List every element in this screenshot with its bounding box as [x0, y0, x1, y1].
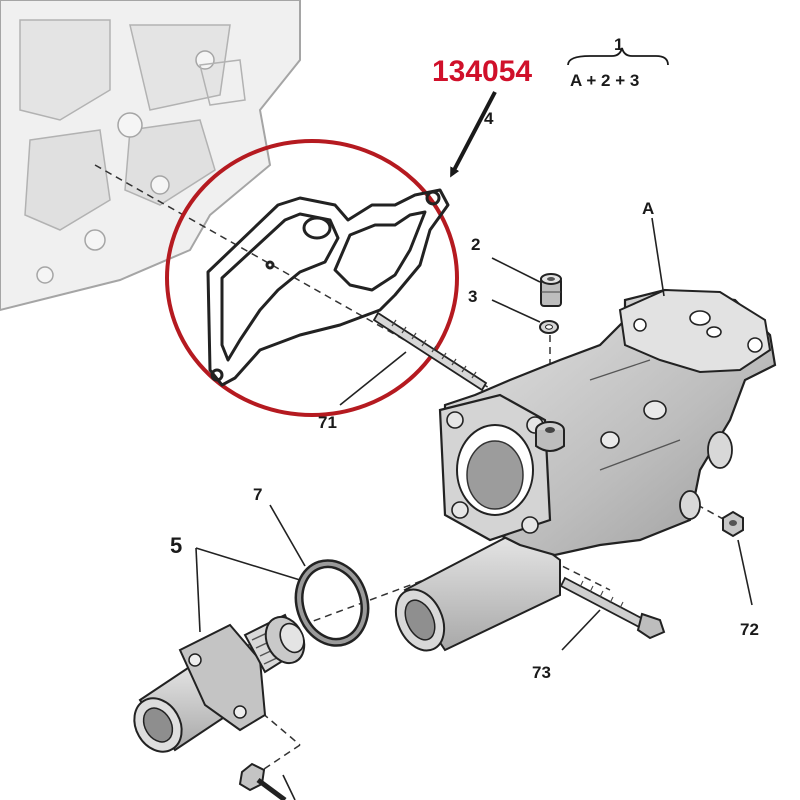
thermostat-housing — [394, 288, 777, 652]
long-bolt — [559, 576, 666, 640]
callout-arrow — [450, 91, 497, 178]
label-nut: 72 — [740, 620, 759, 639]
label-thermostat: 5 — [170, 533, 182, 558]
label-bolt: 2 — [471, 235, 480, 254]
highlight-circle — [165, 139, 459, 417]
stud — [372, 311, 488, 392]
gasket — [206, 188, 450, 387]
label-washer: 3 — [468, 287, 477, 306]
label-o-ring: 7 — [253, 485, 262, 504]
formula-brace — [567, 47, 669, 66]
label-housing: A — [642, 199, 654, 218]
engine-block — [0, 0, 301, 312]
label-long-bolt: 73 — [532, 663, 551, 682]
nut — [722, 510, 744, 538]
formula-top: 1 — [614, 35, 623, 54]
leader-lines — [195, 217, 753, 800]
formula-bottom: A + 2 + 3 — [570, 71, 639, 90]
label-gasket: 4 — [484, 109, 494, 128]
part-reference-number: 134054 — [432, 55, 532, 88]
label-stud: 71 — [318, 413, 337, 432]
o-ring — [294, 559, 370, 647]
thermostat — [133, 613, 306, 753]
washer — [539, 320, 559, 334]
flange-bolt — [238, 762, 287, 800]
bolt — [540, 273, 562, 307]
